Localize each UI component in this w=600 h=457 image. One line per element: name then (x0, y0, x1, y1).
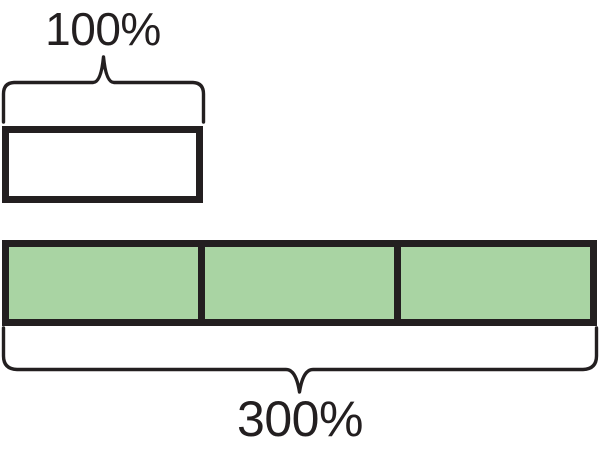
bar-segment (401, 247, 590, 319)
triple-bar-300-percent (2, 240, 597, 326)
brace-300-percent-icon (1, 326, 599, 394)
label-300-percent: 300% (237, 391, 363, 447)
brace-100-percent-icon (1, 55, 206, 124)
unit-bar-100-percent (2, 126, 203, 203)
label-100-percent: 100% (45, 3, 161, 55)
bar-segment (205, 247, 394, 319)
bar-segment (9, 247, 198, 319)
